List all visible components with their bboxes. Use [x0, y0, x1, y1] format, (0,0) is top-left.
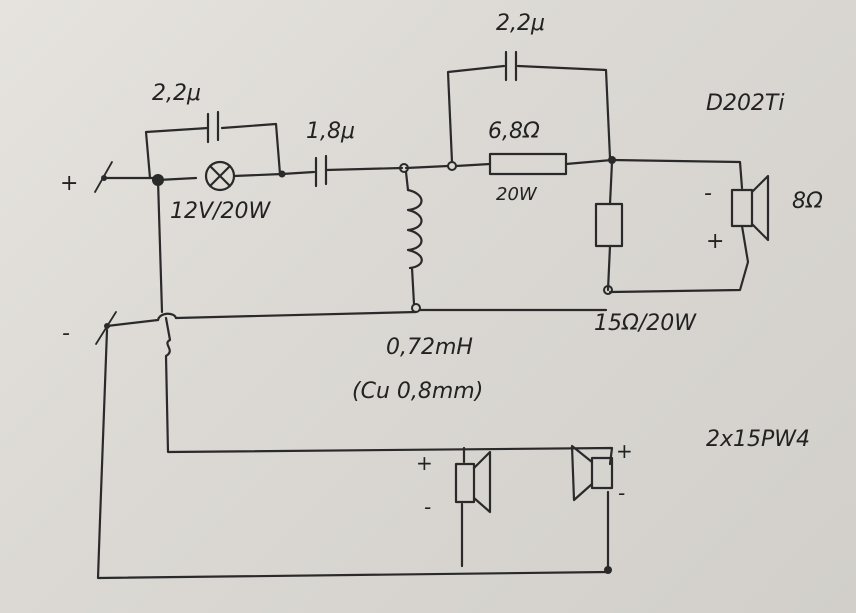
label-input-plus: + — [60, 171, 78, 196]
woofer-return-wire — [96, 328, 612, 580]
label-cap-series: 1,8μ — [306, 119, 355, 144]
label-inductor-wire: (Cu 0,8mm) — [352, 379, 483, 404]
label-lamp: 12V/20W — [170, 199, 271, 224]
label-woofers: 2x15PW4 — [706, 427, 810, 452]
label-woofer1-minus: - — [424, 495, 431, 519]
capacitor-1-8uf — [280, 154, 404, 188]
woofer-feed-wire — [164, 316, 614, 466]
tweeter-speaker — [608, 174, 770, 294]
positive-input-wire — [102, 174, 164, 186]
woofer-speaker-2 — [570, 444, 614, 502]
label-tweeter-impedance: 8Ω — [792, 189, 823, 214]
label-cap-lamp: 2,2μ — [152, 81, 201, 106]
inductor-node — [399, 163, 450, 173]
label-inductor: 0,72mH — [386, 335, 473, 360]
label-res-series-power: 20W — [496, 184, 538, 205]
capacitor-2-2uf-lamp — [206, 110, 220, 144]
capacitor-2-2uf-top — [504, 50, 518, 82]
label-woofer1-plus: + — [416, 451, 433, 475]
negative-rail — [105, 178, 608, 328]
resistor-15ohm-shunt — [594, 160, 624, 295]
label-input-minus: - — [62, 321, 70, 346]
lamp-12v-20w — [156, 160, 286, 192]
label-tweeter-minus: - — [704, 181, 712, 206]
label-tweeter-plus: + — [706, 229, 724, 254]
woofer-speaker-1 — [454, 450, 492, 514]
label-res-series: 6,8Ω — [488, 119, 540, 144]
label-tweeter-model: D202Ti — [706, 91, 784, 116]
label-res-shunt: 15Ω/20W — [594, 311, 697, 336]
resistor-6-8ohm — [454, 152, 614, 176]
lamp-bypass-loop — [144, 122, 282, 180]
inductor-0-72mh — [404, 170, 423, 313]
resistor-bypass-loop — [446, 64, 612, 171]
label-woofer2-plus: + — [616, 439, 633, 463]
label-woofer2-minus: - — [618, 481, 625, 505]
label-cap-top: 2,2μ — [496, 11, 545, 36]
tweeter-node — [608, 156, 744, 190]
